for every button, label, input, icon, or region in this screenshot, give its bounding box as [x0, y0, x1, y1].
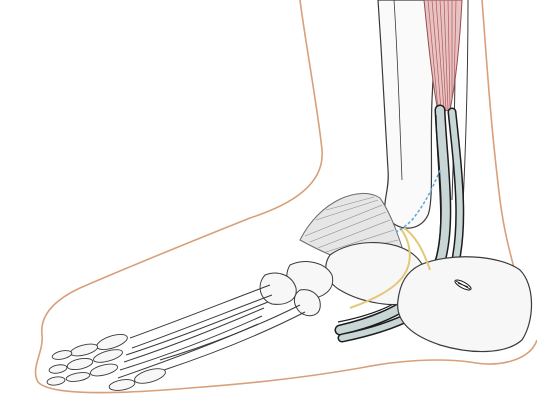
navicular: [260, 262, 333, 316]
calcaneus: [398, 257, 532, 352]
phalanges: [47, 331, 168, 392]
